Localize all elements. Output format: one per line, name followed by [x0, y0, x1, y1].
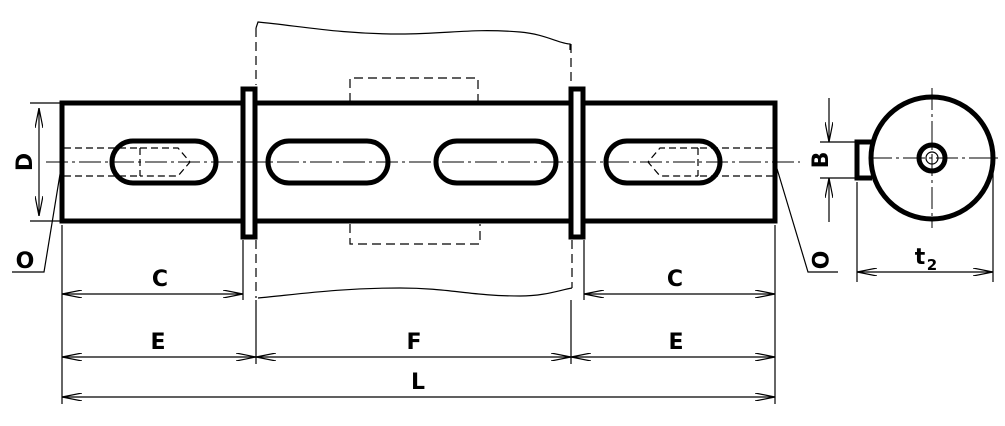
label-F: F	[406, 330, 421, 355]
label-D: D	[13, 153, 38, 171]
leader-O-left: O	[12, 161, 63, 274]
dimension-E-left: E	[62, 330, 256, 357]
label-L: L	[411, 370, 425, 395]
label-C-left: C	[152, 267, 168, 292]
label-B: B	[809, 152, 834, 169]
label-C-right: C	[667, 267, 683, 292]
dimension-E-right: E	[571, 330, 775, 357]
dimension-C-right: C	[584, 267, 775, 294]
end-view	[854, 88, 1000, 228]
label-O-left: O	[16, 249, 35, 274]
retaining-rings	[240, 86, 586, 240]
label-E-left: E	[150, 330, 165, 355]
label-O-right: O	[806, 251, 831, 270]
dimension-L: L	[62, 370, 775, 397]
dimension-F: F	[256, 330, 571, 357]
dimension-C-left: C	[62, 267, 243, 294]
dimension-D: D	[13, 102, 62, 222]
dimension-B: B	[809, 98, 857, 222]
mounted-part-outline	[255, 21, 573, 299]
label-t-subscript: 2	[927, 256, 937, 274]
ring-right	[568, 86, 586, 240]
dimension-t2: t 2	[856, 170, 994, 282]
label-t: t	[915, 245, 926, 270]
hub-hidden-outline	[349, 77, 481, 245]
leader-O-right: O	[774, 161, 838, 273]
ring-left	[240, 86, 258, 240]
label-E-right: E	[668, 330, 683, 355]
